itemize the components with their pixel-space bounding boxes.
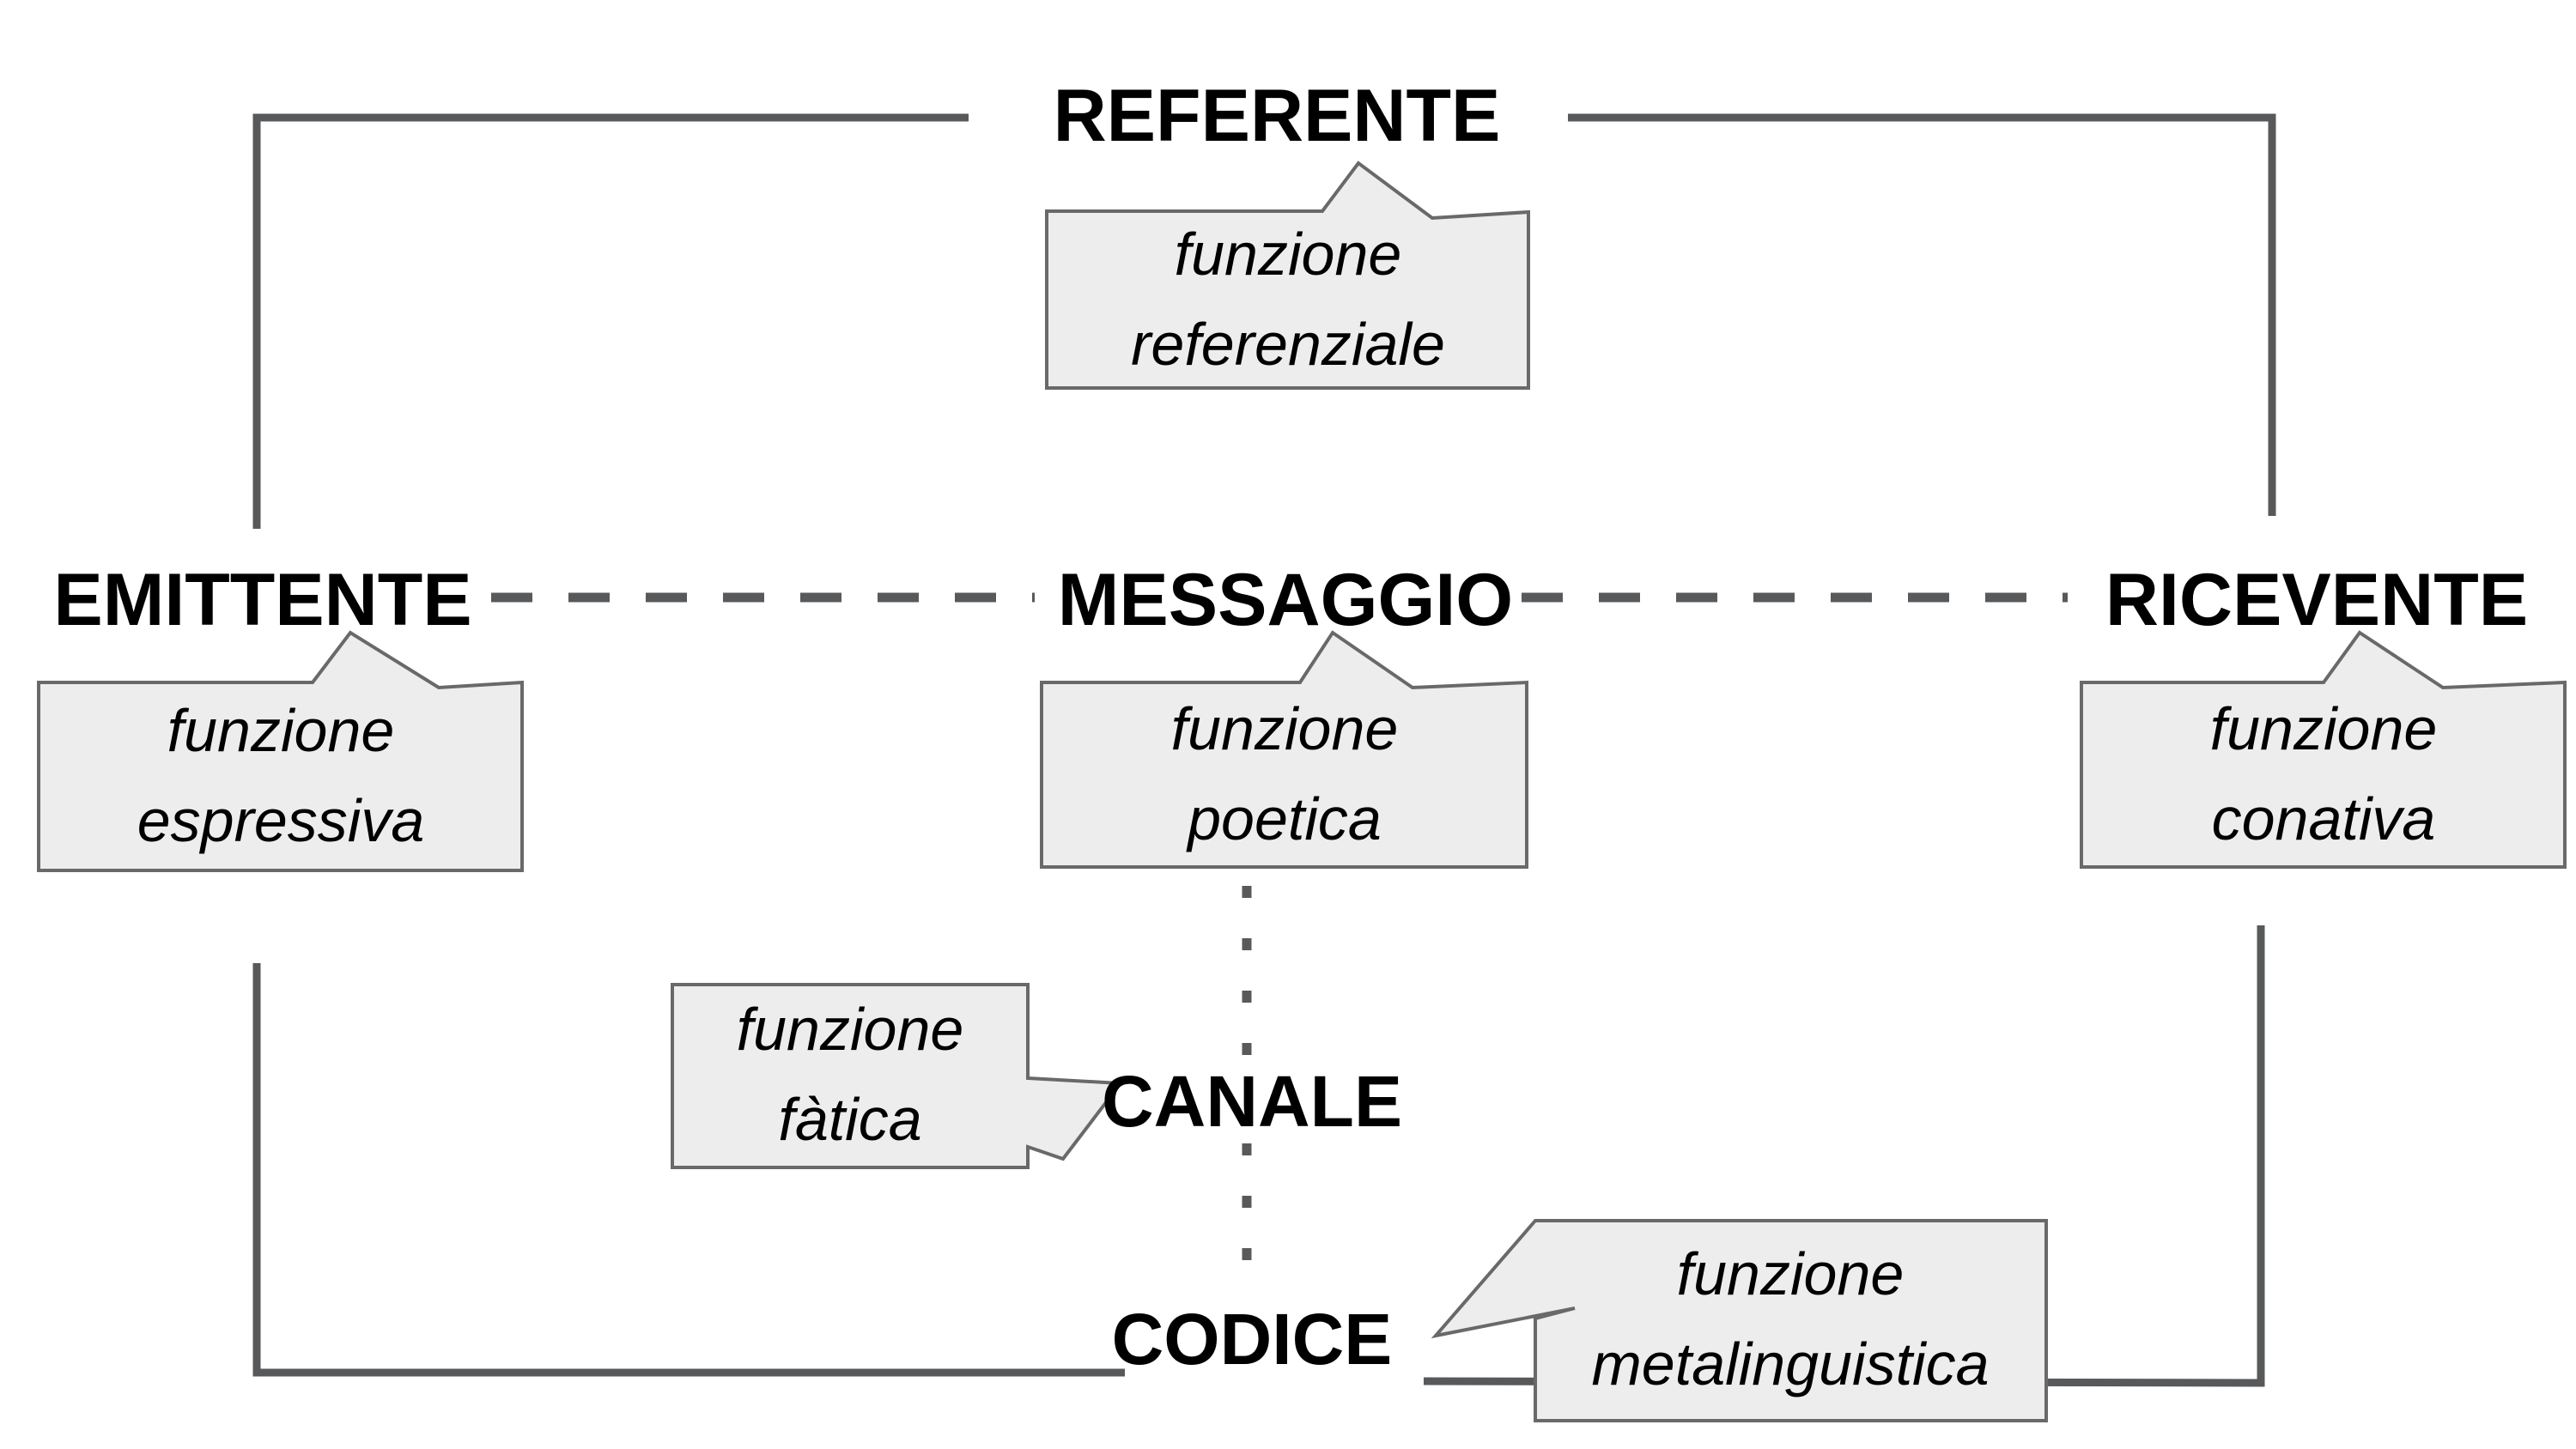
node-referente-label: REFERENTE — [1053, 75, 1501, 157]
callout-conativa-label: funzione conativa — [2209, 695, 2438, 852]
connector-bottom-left-bracket — [252, 963, 1125, 1377]
node-codice-label: CODICE — [1111, 1299, 1393, 1379]
callout-poetica-shape — [1040, 630, 1528, 869]
node-emittente-label: EMITTENTE — [53, 559, 472, 641]
callout-metalinguistica-label: funzione metalinguistica — [1591, 1240, 1990, 1397]
callout-fatica-shape — [671, 983, 1124, 1169]
node-ricevente-label: RICEVENTE — [2105, 559, 2529, 641]
callout-espressiva-shape — [37, 630, 524, 872]
callout-referenziale-shape — [1045, 161, 1530, 390]
connector-top-left-bracket — [252, 113, 969, 529]
callout-fatica-label: funzione fàtica — [736, 996, 964, 1153]
callout-poetica-label: funzione poetica — [1170, 695, 1399, 852]
callout-espressiva-label: funzione espressiva — [137, 697, 425, 854]
node-canale-label: CANALE — [1102, 1061, 1402, 1142]
node-messaggio-label: MESSAGGIO — [1057, 559, 1514, 641]
connector-top-right-bracket — [1568, 113, 2276, 516]
callout-referenziale-label: funzione referenziale — [1131, 221, 1445, 378]
callout-metalinguistica-shape — [1431, 1219, 2048, 1422]
callout-conativa-shape — [2080, 630, 2567, 869]
